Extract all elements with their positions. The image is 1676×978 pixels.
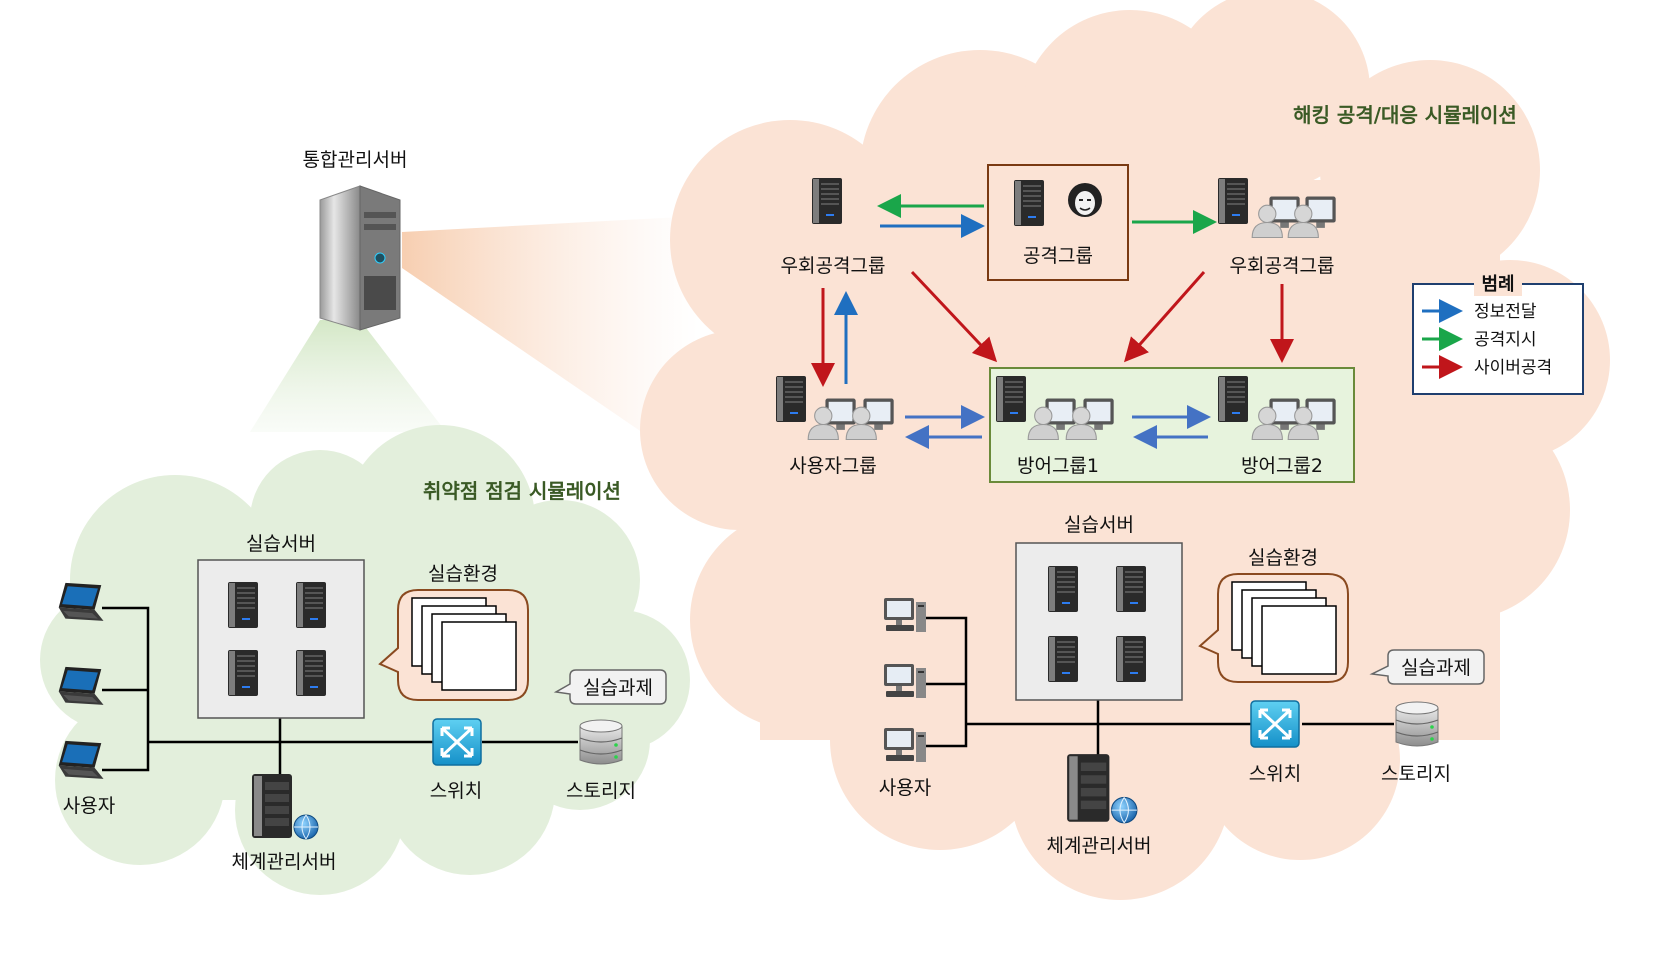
legend-item-info: 정보전달 — [1474, 302, 1537, 322]
server-icon — [812, 178, 842, 224]
left-practice-task-label: 실습과제 — [583, 677, 653, 699]
bypass-right-label: 우회공격그룹 — [1230, 255, 1335, 277]
left-storage-label: 스토리지 — [566, 780, 636, 802]
desktop-icon — [884, 728, 926, 762]
server-icon — [1048, 636, 1078, 682]
defense1-label: 방어그룹1 — [1017, 455, 1099, 477]
server-icon — [1116, 566, 1146, 612]
attack-group-box — [987, 164, 1129, 281]
right-practice-env-label: 실습환경 — [1248, 547, 1318, 569]
right-mgmt-server-label: 체계관리서버 — [1047, 835, 1152, 857]
left-cloud-title: 취약점 점검 시뮬레이션 — [423, 479, 621, 503]
switch-icon — [1250, 700, 1300, 748]
defense-group-box — [989, 367, 1355, 483]
right-practice-server-label: 실습서버 — [1064, 514, 1134, 536]
server-icon — [296, 582, 326, 628]
hacker-icon — [1068, 183, 1102, 217]
server-icon — [228, 582, 258, 628]
main-server-label: 통합관리서버 — [303, 149, 408, 171]
server-icon — [228, 650, 258, 696]
right-practice-task-label: 실습과제 — [1401, 657, 1471, 679]
right-practice-task-bubble — [1369, 649, 1485, 685]
legend-item-order: 공격지시 — [1474, 330, 1537, 350]
left-practice-server-box — [197, 559, 365, 719]
legend-item-attack: 사이버공격 — [1474, 358, 1552, 378]
flow-arrows — [811, 194, 1294, 449]
switch-icon — [432, 718, 482, 766]
storage-icon — [579, 719, 623, 765]
server-icon — [1014, 180, 1044, 226]
left-mgmt-server-label: 체계관리서버 — [232, 851, 337, 873]
left-switch-label: 스위치 — [430, 780, 482, 802]
server-icon — [1218, 178, 1248, 224]
server-icon — [996, 376, 1026, 422]
main-server — [319, 185, 401, 331]
right-users-label: 사용자 — [879, 777, 931, 799]
legend-title: 범례 — [1481, 274, 1514, 295]
bypass-left-label: 우회공격그룹 — [781, 255, 886, 277]
user-group-label: 사용자그룹 — [789, 455, 876, 477]
server-icon — [1116, 636, 1146, 682]
left-practice-task-bubble — [553, 669, 667, 705]
server-icon — [1218, 376, 1248, 422]
attack-group-label: 공격그룹 — [1023, 245, 1093, 267]
left-practice-env-label: 실습환경 — [428, 563, 498, 585]
right-storage-label: 스토리지 — [1381, 763, 1451, 785]
left-practice-server-label: 실습서버 — [246, 533, 316, 555]
right-practice-server-box — [1015, 542, 1183, 701]
server-icon — [1048, 566, 1078, 612]
desktop-icon — [884, 598, 926, 632]
right-cloud — [640, 0, 1610, 900]
right-cloud-title: 해킹 공격/대응 시뮬레이션 — [1293, 103, 1517, 127]
projection-beam-down — [250, 320, 446, 432]
server-icon — [776, 376, 806, 422]
storage-icon — [1395, 701, 1439, 747]
projection-beam-right — [402, 216, 700, 465]
right-switch-label: 스위치 — [1249, 763, 1301, 785]
server-icon — [296, 650, 326, 696]
desktop-icon — [884, 664, 926, 698]
left-users-label: 사용자 — [63, 795, 115, 817]
defense2-label: 방어그룹2 — [1241, 455, 1323, 477]
